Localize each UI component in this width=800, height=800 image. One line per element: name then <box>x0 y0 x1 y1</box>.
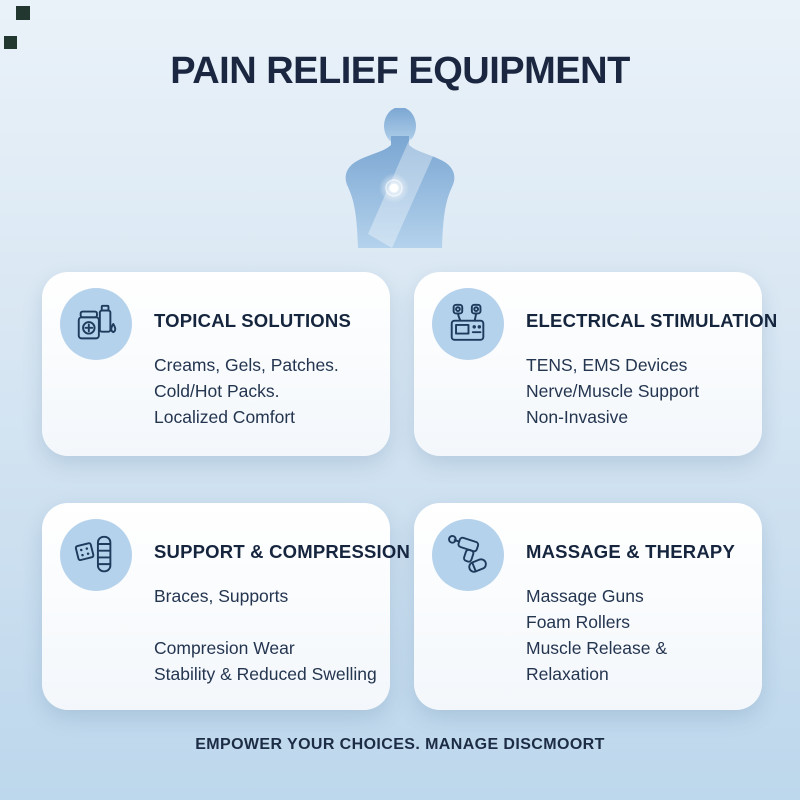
card-title: SUPPORT & COMPRESSION <box>154 541 411 562</box>
support-icon-badge <box>60 519 132 591</box>
card-topical-solutions: TOPICAL SOLUTIONS Creams, Gels, Patches.… <box>42 272 390 456</box>
corner-artifact-square <box>4 36 17 49</box>
topical-icon <box>77 304 117 340</box>
card-body: Massage Guns Foam Rollers Muscle Release… <box>526 583 756 687</box>
card-text-line: TENS, EMS Devices <box>526 355 688 375</box>
massage-therapy-icon <box>448 535 487 573</box>
card-text-line: Cold/Hot Packs. <box>154 381 280 401</box>
card-support-compression: SUPPORT & COMPRESSION Braces, Supports C… <box>42 503 410 710</box>
card-title: MASSAGE & THERAPY <box>526 541 735 562</box>
page-title: PAIN RELIEF EQUIPMENT <box>170 50 630 92</box>
electrical-stimulation-icon <box>450 303 485 341</box>
topical-icon-badge <box>60 288 132 360</box>
card-text-line: Creams, Gels, Patches. <box>154 355 339 375</box>
footer-tagline: EMPOWER YOUR CHOICES. MANAGE DISCMOORT <box>195 736 605 753</box>
card-body: TENS, EMS Devices Nerve/Muscle Support N… <box>526 352 756 430</box>
torso-illustration <box>345 108 455 248</box>
corner-artifact-square <box>16 6 30 20</box>
card-electrical-stimulation: ELECTRICAL STIMULATION TENS, EMS Devices… <box>414 272 777 456</box>
support-compression-icon <box>74 535 112 573</box>
card-text-line: Massage Guns <box>526 586 644 606</box>
card-text-line: Foam Rollers <box>526 612 631 632</box>
card-text-line <box>154 609 384 635</box>
card-text-line: Relaxation <box>526 664 609 684</box>
electrical-icon-badge <box>432 288 504 360</box>
card-text-line: Nerve/Muscle Support <box>526 381 700 401</box>
torso-head <box>384 108 416 145</box>
card-body: Creams, Gels, Patches. Cold/Hot Packs. L… <box>154 352 384 430</box>
massage-icon-badge <box>432 519 504 591</box>
card-title: ELECTRICAL STIMULATION <box>526 310 778 331</box>
card-text-line: Stability & Reduced Swelling <box>154 664 377 684</box>
card-text-line: Compresion Wear <box>154 638 295 658</box>
card-body: Braces, Supports Compresion Wear Stabili… <box>154 583 384 687</box>
card-text-line: Localized Comfort <box>154 407 296 427</box>
card-title: TOPICAL SOLUTIONS <box>154 310 351 331</box>
card-text-line: Muscle Release & <box>526 638 668 658</box>
card-massage-therapy: MASSAGE & THERAPY Massage Guns Foam Roll… <box>414 503 762 710</box>
card-text-line: Braces, Supports <box>154 586 289 606</box>
card-text-line: Non-Invasive <box>526 407 629 427</box>
